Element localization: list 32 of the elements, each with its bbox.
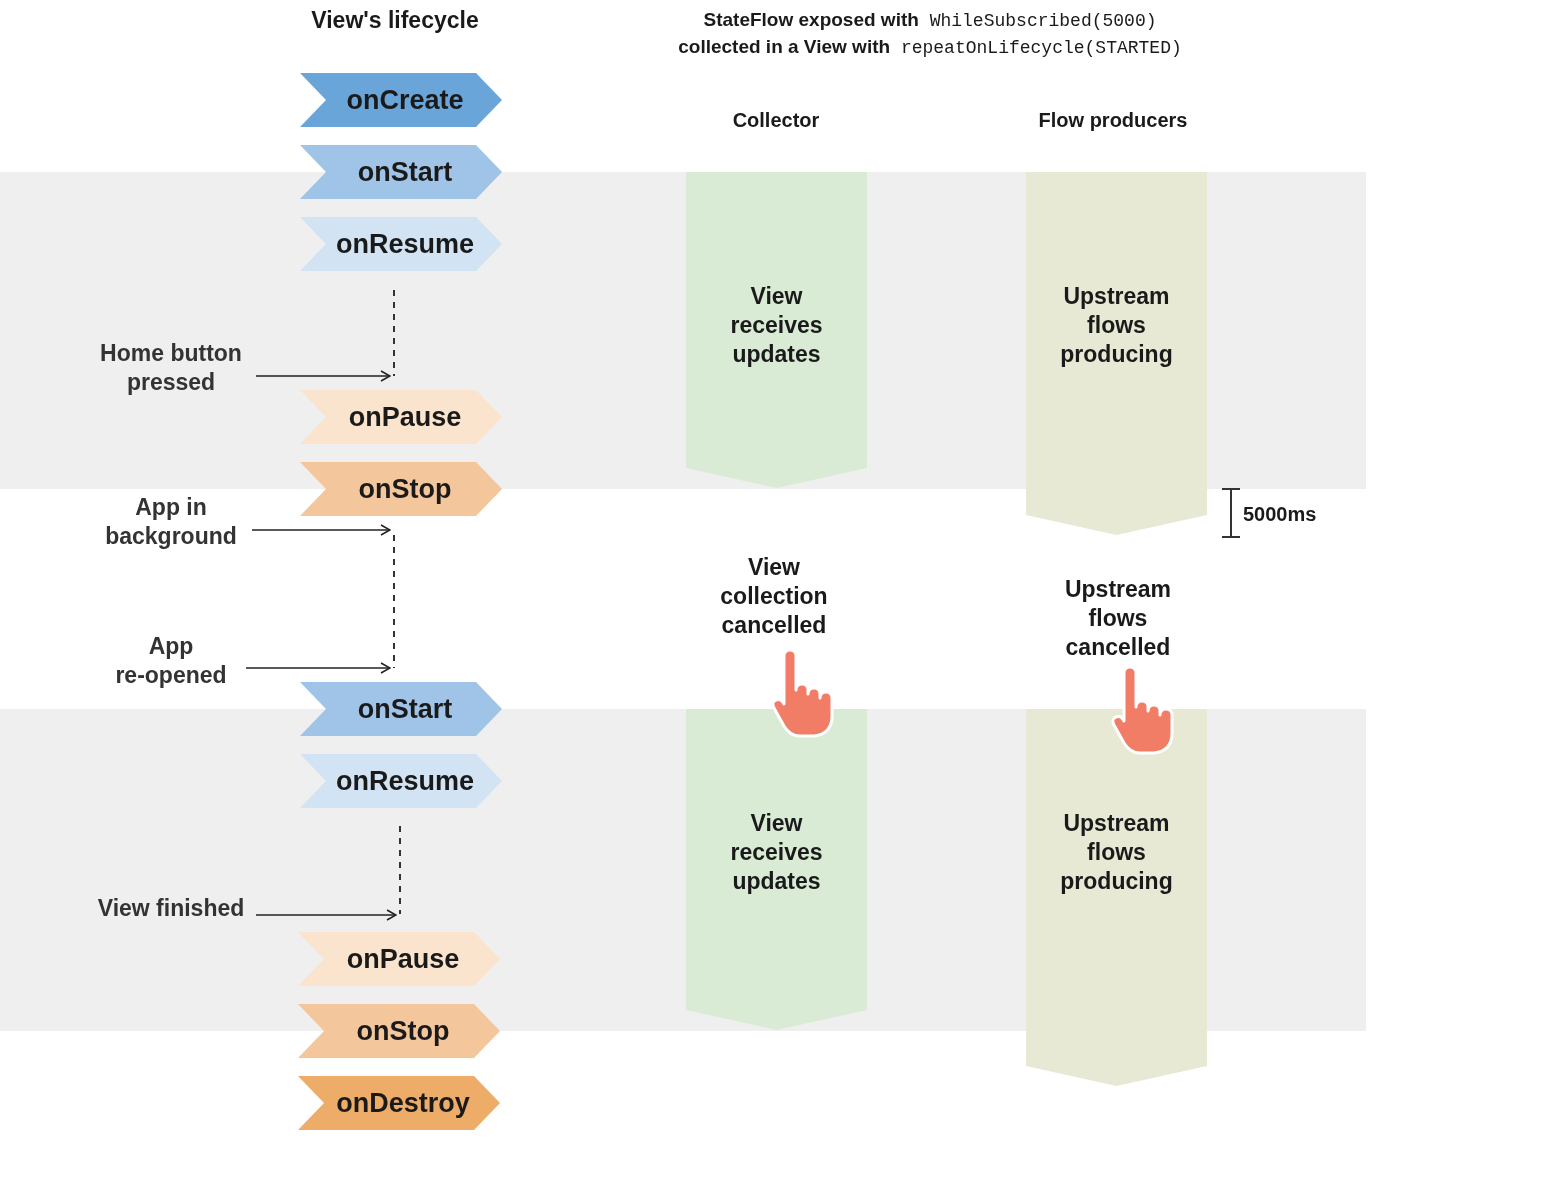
lifecycle-event-banner: onCreate — [300, 73, 502, 127]
column-heading: Collector — [731, 108, 821, 133]
column-heading: Flow producers — [1037, 108, 1189, 133]
dotted-timeline — [398, 826, 402, 914]
column-heading: View's lifecycle — [310, 6, 480, 35]
event-caption: Upstream flows cancelled — [1063, 575, 1173, 662]
leader-arrow — [255, 370, 391, 382]
event-annotation: App re-opened — [98, 630, 244, 692]
lifecycle-event-banner: onStart — [300, 145, 502, 199]
lifecycle-event-banner: onStop — [300, 462, 502, 516]
leader-arrow — [245, 662, 391, 674]
lifecycle-event-banner: onResume — [300, 217, 502, 271]
event-annotation: App in background — [92, 491, 250, 553]
state-band: Upstream flows producing — [1026, 709, 1207, 1086]
lifecycle-event-banner: onStart — [300, 682, 502, 736]
lifecycle-event-banner: onResume — [300, 754, 502, 808]
dotted-timeline — [392, 290, 396, 376]
lifecycle-event-banner: onDestroy — [298, 1076, 500, 1130]
leader-arrow — [251, 524, 391, 536]
dimension-label: 5000ms — [1243, 502, 1318, 527]
state-band: Upstream flows producing — [1026, 172, 1207, 535]
lifecycle-event-banner: onPause — [300, 390, 502, 444]
dotted-timeline — [392, 535, 396, 668]
event-annotation: View finished — [88, 892, 254, 924]
event-caption: View collection cancelled — [719, 553, 829, 640]
state-band: View receives updates — [686, 709, 867, 1030]
diagram-title: StateFlow exposed with WhileSubscribed(5000) collected in a View with repeatOnLifecycle(STARTED) — [677, 8, 1183, 60]
lifecycle-event-banner: onStop — [298, 1004, 500, 1058]
leader-arrow — [255, 909, 397, 921]
state-band: View receives updates — [686, 172, 867, 488]
event-annotation: Home button pressed — [88, 337, 254, 399]
lifecycle-event-banner: onPause — [298, 932, 500, 986]
